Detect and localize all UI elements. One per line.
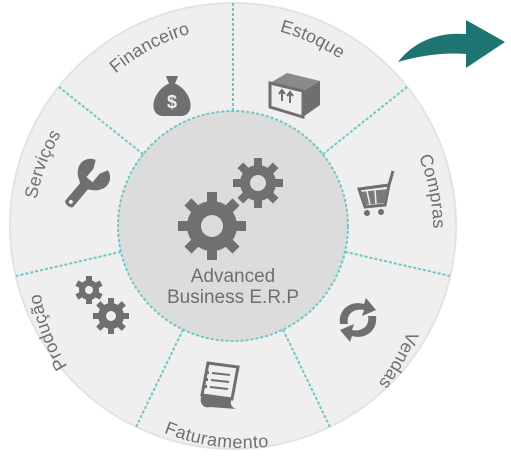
- curved-arrow-icon: [398, 20, 505, 68]
- exchange-arrows-icon: [339, 298, 377, 342]
- shopping-cart-icon: [357, 170, 395, 216]
- center-title-line2: Business E.R.P: [167, 287, 299, 308]
- center-gears-icon: [178, 158, 283, 260]
- svg-text:$: $: [167, 92, 177, 112]
- box-icon: [268, 73, 320, 120]
- invoice-icon: [200, 361, 240, 409]
- money-bag-icon: $: [153, 76, 191, 116]
- center-title-line1: Advanced: [191, 266, 276, 287]
- gears-icon: [75, 276, 129, 334]
- wrench-icon: [65, 158, 110, 208]
